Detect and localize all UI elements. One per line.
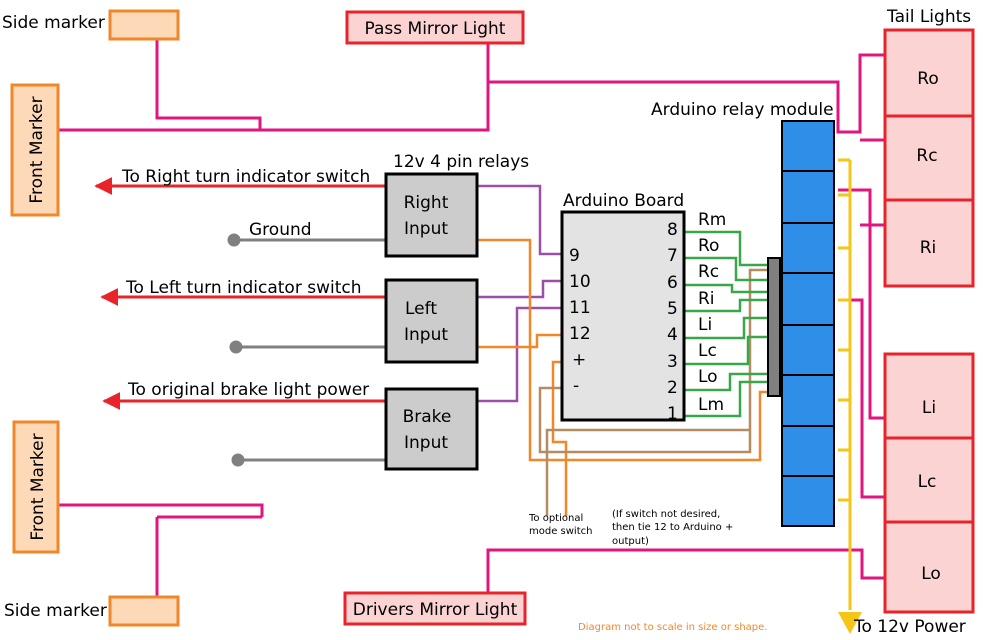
- power-arrow-icon: [838, 612, 862, 634]
- relay-module-title: Arduino relay module: [651, 100, 834, 120]
- arduino-pin-10: 10: [569, 272, 591, 292]
- tail-light-lo-label: Lo: [921, 564, 941, 584]
- switch-arrows: [94, 177, 386, 410]
- arduino-pin-9: 9: [569, 246, 580, 266]
- arduino-pin-2: 2: [667, 378, 678, 398]
- optional-switch-label-2: mode switch: [529, 526, 592, 537]
- output-rm: Rm: [698, 210, 726, 230]
- switch-note-1: (If switch not desired,: [612, 509, 720, 520]
- not-to-scale-note: Diagram not to scale in size or shape.: [578, 622, 767, 633]
- front-marker-top: [10, 83, 60, 217]
- brown-wires: [538, 268, 770, 516]
- arduino-output-labels: Rm Ro Rc Ri Li Lc Lo Lm: [698, 210, 726, 415]
- power-label: To 12v Power: [853, 617, 966, 637]
- relay-left: Left Input: [384, 278, 479, 364]
- tail-light-ri-label: Ri: [920, 238, 937, 258]
- power-rail: [838, 158, 862, 634]
- relay-channel-6: [781, 374, 835, 427]
- arduino-board-title: Arduino Board: [563, 191, 684, 211]
- switch-note-2: then tie 12 to Arduino +: [612, 522, 733, 533]
- purple-wires: [477, 184, 562, 403]
- drivers-mirror-light: [343, 591, 527, 626]
- relay-right: Right Input: [384, 172, 479, 258]
- arduino-pin-11: 11: [569, 298, 591, 318]
- drivers-mirror-label: Drivers Mirror Light: [353, 600, 518, 620]
- side-marker-bottom: [108, 595, 180, 627]
- relay-channel-8: [781, 475, 835, 527]
- tail-light-li-label: Li: [922, 398, 936, 418]
- output-lm: Lm: [698, 395, 724, 415]
- output-li: Li: [698, 315, 712, 335]
- relay-module: [781, 120, 835, 527]
- switch-note-3: output): [612, 536, 649, 547]
- brake-power-label: To original brake light power: [127, 380, 369, 400]
- arduino-pin-6: 6: [667, 273, 678, 293]
- tail-lights-right: [883, 28, 975, 288]
- relay-right-line2: Input: [404, 219, 448, 239]
- arduino-pin-plus: +: [572, 350, 586, 370]
- tail-light-ro: [883, 28, 975, 118]
- arduino-pin-1: 1: [667, 404, 678, 424]
- side-marker-bottom-label: Side marker: [4, 601, 107, 621]
- front-marker-bottom: [12, 420, 60, 554]
- tail-light-lc-label: Lc: [918, 472, 937, 492]
- relay-right-line1: Right: [404, 193, 449, 213]
- right-turn-label: To Right turn indicator switch: [121, 167, 370, 187]
- tail-light-rc: [883, 114, 975, 202]
- relay-channel-1: [781, 120, 835, 172]
- relays-title: 12v 4 pin relays: [393, 152, 529, 172]
- relay-channel-2: [781, 170, 835, 224]
- arduino-right-pins: 8 7 6 5 4 3 2 1: [667, 220, 678, 424]
- relay-left-line2: Input: [404, 325, 448, 345]
- arduino-pin-minus: -: [573, 376, 579, 396]
- output-ri: Ri: [698, 289, 715, 309]
- tail-light-lo: [883, 520, 975, 614]
- front-marker-bottom-label: Front Marker: [28, 433, 48, 540]
- arduino-pin-5: 5: [667, 299, 678, 319]
- output-lo: Lo: [698, 367, 718, 387]
- tail-light-rc-label: Rc: [916, 146, 937, 166]
- orange-wires: [477, 238, 770, 516]
- tail-lights-left: [883, 352, 975, 614]
- arduino-pin-3: 3: [667, 352, 678, 372]
- ground-label: Ground: [249, 220, 312, 240]
- relay-left-line1: Left: [405, 299, 437, 319]
- relay-brake: Brake Input: [384, 387, 479, 471]
- arduino-pin-8: 8: [667, 220, 678, 240]
- arduino-pin-12: 12: [569, 324, 591, 344]
- arduino-pin-4: 4: [667, 325, 678, 345]
- tail-light-ri: [883, 198, 975, 288]
- left-turn-label: To Left turn indicator switch: [125, 278, 362, 298]
- tail-light-ro-label: Ro: [917, 69, 938, 89]
- front-marker-top-label: Front Marker: [27, 96, 47, 203]
- arduino-left-pins: 9 10 11 12 + -: [569, 246, 591, 396]
- output-rc: Rc: [698, 262, 719, 282]
- arduino-board: [560, 210, 686, 422]
- relay-brake-line1: Brake: [403, 407, 452, 427]
- tail-light-li: [883, 352, 975, 440]
- pass-mirror-light: [345, 10, 525, 45]
- tail-light-lc: [883, 436, 975, 524]
- relay-channel-5: [781, 324, 835, 376]
- arduino-pin-7: 7: [667, 246, 678, 266]
- output-lc: Lc: [698, 341, 717, 361]
- relay-channel-7: [781, 425, 835, 477]
- green-wires: [684, 230, 770, 418]
- output-ro: Ro: [698, 236, 719, 256]
- relay-brake-line2: Input: [404, 433, 448, 453]
- side-marker-top-label: Side marker: [2, 13, 105, 33]
- relay-channel-3: [781, 222, 835, 274]
- side-marker-top: [108, 9, 180, 41]
- optional-switch-label-1: To optional: [528, 513, 583, 524]
- relay-module-header: [767, 257, 781, 397]
- relay-channel-4: [781, 272, 835, 326]
- pass-mirror-label: Pass Mirror Light: [365, 19, 506, 39]
- tail-lights-title: Tail Lights: [886, 7, 971, 27]
- ground-wires: [227, 233, 386, 467]
